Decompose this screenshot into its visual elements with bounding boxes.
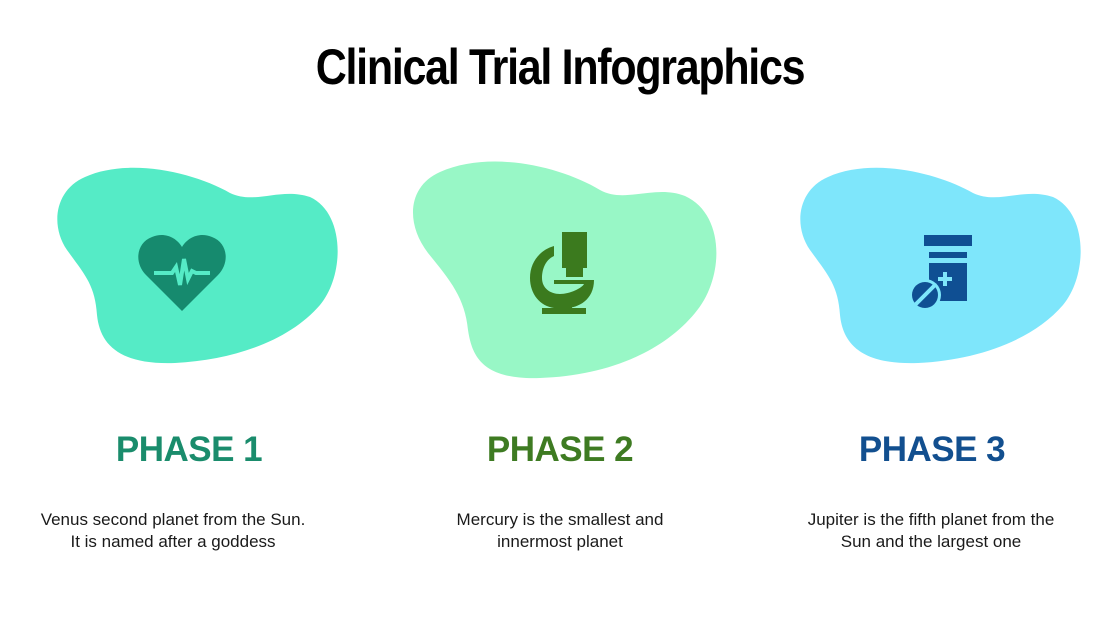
phase-2-description: Mercury is the smallest and innermost pl… bbox=[390, 509, 730, 553]
phase-1-description-line-1: Venus second planet from the Sun. bbox=[40, 510, 306, 529]
phase-2-title: PHASE 2 bbox=[486, 430, 634, 469]
heart-pulse-icon bbox=[138, 233, 226, 318]
phase-3-title: PHASE 3 bbox=[858, 430, 1006, 469]
medicine-bottle-pill-icon bbox=[909, 235, 974, 314]
phase-3-description-line-1: Jupiter is the fifth planet from the bbox=[807, 510, 1055, 529]
slide-title: Clinical Trial Infographics bbox=[315, 39, 806, 95]
phase-3-description: Jupiter is the fifth planet from the Sun… bbox=[761, 509, 1101, 553]
phase-1-title: PHASE 1 bbox=[115, 430, 263, 469]
phase-2-description-line-2: innermost planet bbox=[497, 532, 623, 551]
phase-2-blob bbox=[410, 158, 725, 380]
microscope-icon bbox=[530, 230, 600, 320]
phase-1-description-line-2: It is named after a goddess bbox=[70, 532, 276, 551]
phase-1-description: Venus second planet from the Sun. It is … bbox=[3, 509, 343, 553]
phase-2-description-line-1: Mercury is the smallest and bbox=[456, 510, 664, 529]
phase-3-description-line-2: Sun and the largest one bbox=[840, 532, 1022, 551]
